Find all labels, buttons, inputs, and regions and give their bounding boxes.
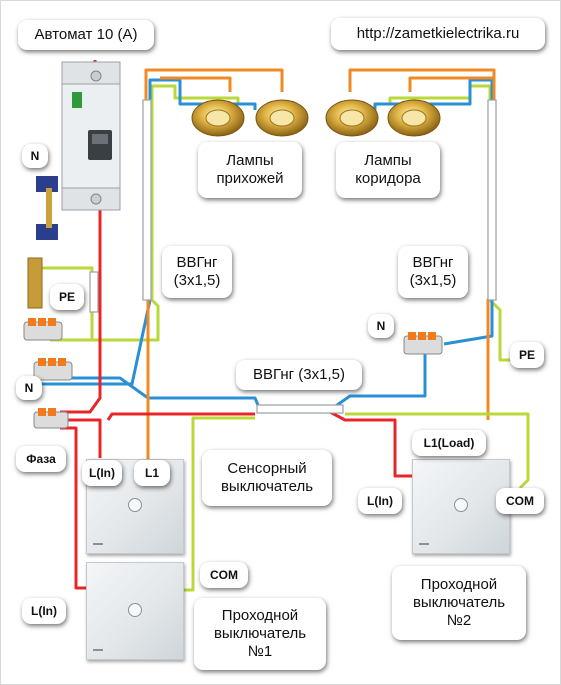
load-corridor-lamp-1 — [408, 76, 494, 92]
lamps-corridor-label: Лампы коридора — [336, 142, 440, 198]
l-in-1-label: L(In) — [22, 598, 66, 624]
n-top-label: N — [22, 144, 48, 168]
n-right-label: N — [368, 314, 394, 338]
wago-n-right — [403, 332, 443, 355]
l-in-2-label: L(In) — [358, 488, 402, 514]
pe-bus — [27, 257, 43, 309]
sensor-switch-label: Сенсорный выключатель — [202, 450, 332, 506]
wago-n-left — [33, 358, 73, 381]
cable-sheath-left — [142, 99, 152, 301]
panel-mark — [93, 649, 103, 651]
cable-right-label: ВВГнг (3х1,5) — [398, 246, 468, 298]
pe-right-label: PE — [510, 342, 544, 368]
neutral-bus — [36, 176, 58, 240]
lamp-icon — [191, 99, 245, 137]
lamp-icon — [387, 99, 441, 137]
circuit-breaker — [61, 61, 121, 211]
panel-mark — [419, 543, 429, 545]
com-1-traveller — [183, 416, 255, 592]
panel-mark — [93, 543, 103, 545]
corridor-lamps — [325, 99, 441, 137]
pe-to-left-cable — [50, 298, 160, 342]
touch-button-icon — [454, 498, 468, 512]
website-label: http://zametkielectrika.ru — [331, 18, 545, 50]
pass-switch-1-panel — [86, 562, 184, 660]
pe-corridor-lamp-2 — [388, 96, 448, 104]
com-2-traveller — [345, 412, 530, 490]
pe-left-label: PE — [50, 284, 84, 310]
cable-sheaths — [89, 99, 497, 414]
cable-middle-label: ВВГнг (3х1,5) — [236, 360, 362, 390]
hall-lamps — [191, 99, 309, 137]
com-2-label: COM — [496, 488, 544, 514]
wago-pe-left — [23, 318, 63, 341]
wago-terminals — [23, 318, 443, 429]
l1-sensor-label: L1 — [134, 460, 170, 486]
pass-switch-2-panel — [412, 459, 510, 554]
brand-logo-icon — [72, 92, 82, 108]
pass-switch-1-label: Проходной выключатель №1 — [194, 598, 326, 670]
lamp-icon — [255, 99, 309, 137]
n-to-corridor-lamps — [440, 78, 494, 346]
cable-sheath-middle — [256, 404, 344, 414]
wago-faza — [33, 408, 69, 429]
phase-middle-link — [106, 412, 255, 421]
phase-to-sensor — [60, 418, 102, 458]
phase-wires — [60, 60, 412, 590]
touch-button-icon — [128, 603, 142, 617]
traveller-wires — [183, 412, 530, 592]
breaker-label: Автомат 10 (А) — [18, 20, 154, 50]
pe-right-wire — [488, 298, 512, 362]
phase-to-pass-1 — [60, 426, 88, 590]
faza-label: Фаза — [16, 446, 66, 472]
cable-sheath-right — [487, 99, 497, 301]
cable-sheath-bar — [89, 271, 99, 313]
breaker-to-faza — [60, 200, 102, 414]
touch-button-icon — [128, 498, 142, 512]
com-1-label: COM — [200, 562, 248, 588]
pass-switch-2-label: Проходной выключатель №2 — [392, 566, 526, 640]
cable-left-label: ВВГнг (3х1,5) — [162, 246, 232, 298]
l-in-sensor-label: L(In) — [82, 460, 122, 486]
n-terminal-label: N — [16, 376, 42, 400]
l1-hall-lamp-1 — [160, 76, 232, 92]
lamp-icon — [325, 99, 379, 137]
n-to-hall-lamps — [30, 78, 198, 386]
l1-load-label: L1(Load) — [412, 430, 486, 456]
lamps-hall-label: Лампы прихожей — [198, 142, 302, 198]
pe-hall-lamp-2 — [188, 96, 240, 104]
